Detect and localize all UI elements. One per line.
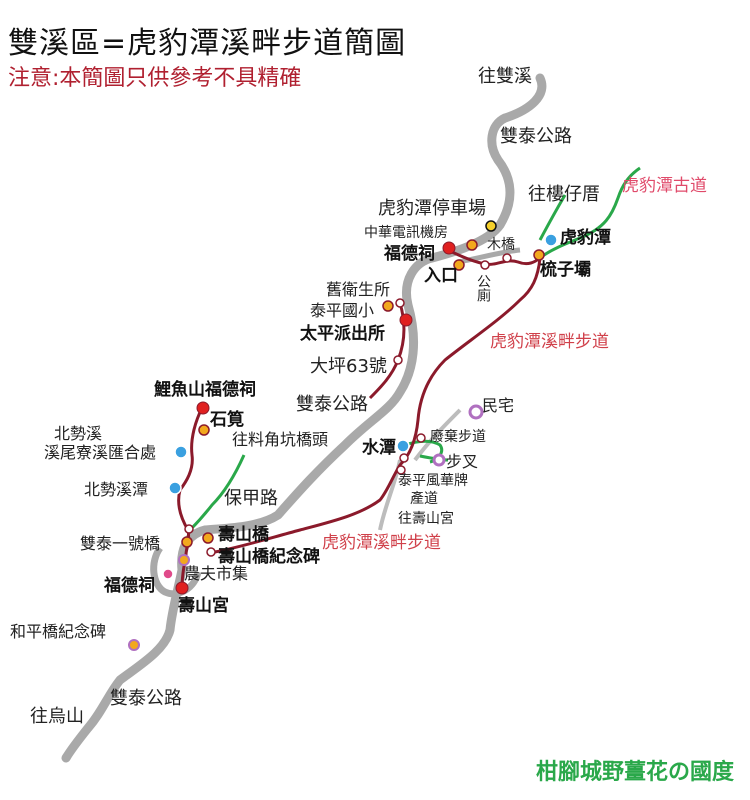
label-confluence-2: 溪尾寮溪匯合處	[44, 443, 157, 462]
label-bucha: 步叉	[446, 452, 479, 471]
marker-bucha[interactable]	[432, 453, 446, 467]
label-shuziba: 梳子壩	[540, 260, 591, 280]
label-road-3: 雙泰公路	[110, 688, 182, 709]
marker-monument[interactable]	[206, 547, 216, 557]
marker-shuangtai-bridge[interactable]	[181, 536, 193, 548]
label-to-shoushan: 往壽山宮	[398, 511, 454, 527]
label-to-louzaicuo: 往樓仔厝	[528, 184, 600, 205]
marker-school[interactable]	[395, 298, 405, 308]
marker-cht[interactable]	[466, 239, 478, 251]
label-wood-bridge: 木橋	[487, 237, 515, 253]
label-school: 泰平國小	[310, 301, 375, 320]
label-police: 太平派出所	[300, 324, 385, 344]
marker-bridge[interactable]	[502, 253, 512, 263]
label-beishixi-pool: 北勢溪潭	[84, 480, 149, 499]
label-shoushan-bridge: 壽山橋	[218, 525, 269, 545]
label-parking: 虎豹潭停車場	[378, 198, 486, 219]
label-shidian: 石筧	[210, 410, 244, 430]
label-fude-2: 福德祠	[104, 576, 155, 596]
map-subtitle: 注意:本簡圖只供參考不具精確	[8, 66, 302, 91]
label-old-clinic: 舊衛生所	[326, 280, 391, 299]
marker-hubaotan[interactable]	[544, 233, 558, 247]
label-to-wushan: 往烏山	[30, 706, 84, 727]
marker-daping[interactable]	[393, 355, 403, 365]
label-industrial: 產道	[410, 491, 438, 507]
label-hubaotan: 虎豹潭	[560, 228, 611, 248]
marker-toilet[interactable]	[480, 260, 490, 270]
label-road-2: 雙泰公路	[296, 394, 368, 415]
marker-old-clinic[interactable]	[382, 300, 394, 312]
marker-shuziba[interactable]	[533, 249, 545, 261]
marker-fude-1[interactable]	[442, 241, 456, 255]
label-old-trail: 虎豹潭古道	[622, 176, 707, 196]
marker-junction[interactable]	[184, 524, 194, 534]
marker-minzhai[interactable]	[468, 404, 484, 420]
label-shuangtai-bridge: 雙泰一號橋	[80, 534, 161, 553]
marker-fork-1[interactable]	[399, 453, 409, 463]
label-road-1: 雙泰公路	[500, 126, 572, 147]
marker-shidian[interactable]	[198, 424, 210, 436]
label-daping: 大坪63號	[310, 356, 387, 377]
author-credit: 柑腳城野薑花の國度	[535, 760, 734, 785]
marker-shoushan-bridge[interactable]	[202, 532, 214, 544]
marker-entrance[interactable]	[453, 259, 465, 271]
marker-abandoned[interactable]	[416, 433, 426, 443]
marker-heping[interactable]	[128, 639, 140, 651]
label-fude-1: 福德祠	[384, 244, 435, 264]
label-toilet: 公廁	[475, 274, 491, 302]
marker-confluence[interactable]	[174, 445, 188, 459]
marker-fude-2[interactable]	[175, 581, 189, 595]
label-to-liaojiaokeng: 往料角坑橋頭	[232, 430, 329, 449]
label-shuitan: 水潭	[362, 438, 396, 458]
marker-market-2[interactable]	[162, 568, 174, 580]
label-cht: 中華電訊機房	[364, 225, 448, 241]
marker-police[interactable]	[399, 313, 413, 327]
label-trail-2: 虎豹潭溪畔步道	[322, 533, 441, 553]
label-shoushan-temple: 壽山宮	[178, 596, 229, 616]
shuangtai-road	[59, 71, 549, 765]
label-confluence-1: 北勢溪	[54, 424, 103, 443]
marker-shuitan[interactable]	[396, 439, 410, 453]
label-entrance: 入口	[424, 266, 458, 286]
label-abandoned: 廢棄步道	[430, 429, 486, 445]
markers	[128, 220, 558, 651]
label-liyushan: 鯉魚山福德祠	[154, 380, 256, 400]
marker-fenghua[interactable]	[396, 465, 406, 475]
label-to-shuangxi: 往雙溪	[478, 66, 532, 87]
label-baojia: 保甲路	[224, 488, 278, 509]
map-title: 雙溪區=虎豹潭溪畔步道簡圖	[8, 26, 407, 61]
label-heping: 和平橋紀念碑	[10, 622, 107, 641]
label-monument: 壽山橋紀念碑	[218, 547, 320, 567]
label-market: 農夫市集	[184, 564, 249, 583]
marker-parking[interactable]	[485, 220, 497, 232]
marker-market[interactable]	[178, 554, 190, 566]
label-fenghua: 泰平風華牌	[398, 473, 468, 489]
label-trail-1: 虎豹潭溪畔步道	[490, 332, 609, 352]
marker-liyushan[interactable]	[196, 401, 210, 415]
marker-beishixi-pool[interactable]	[168, 481, 182, 495]
label-minzhai: 民宅	[482, 396, 515, 415]
